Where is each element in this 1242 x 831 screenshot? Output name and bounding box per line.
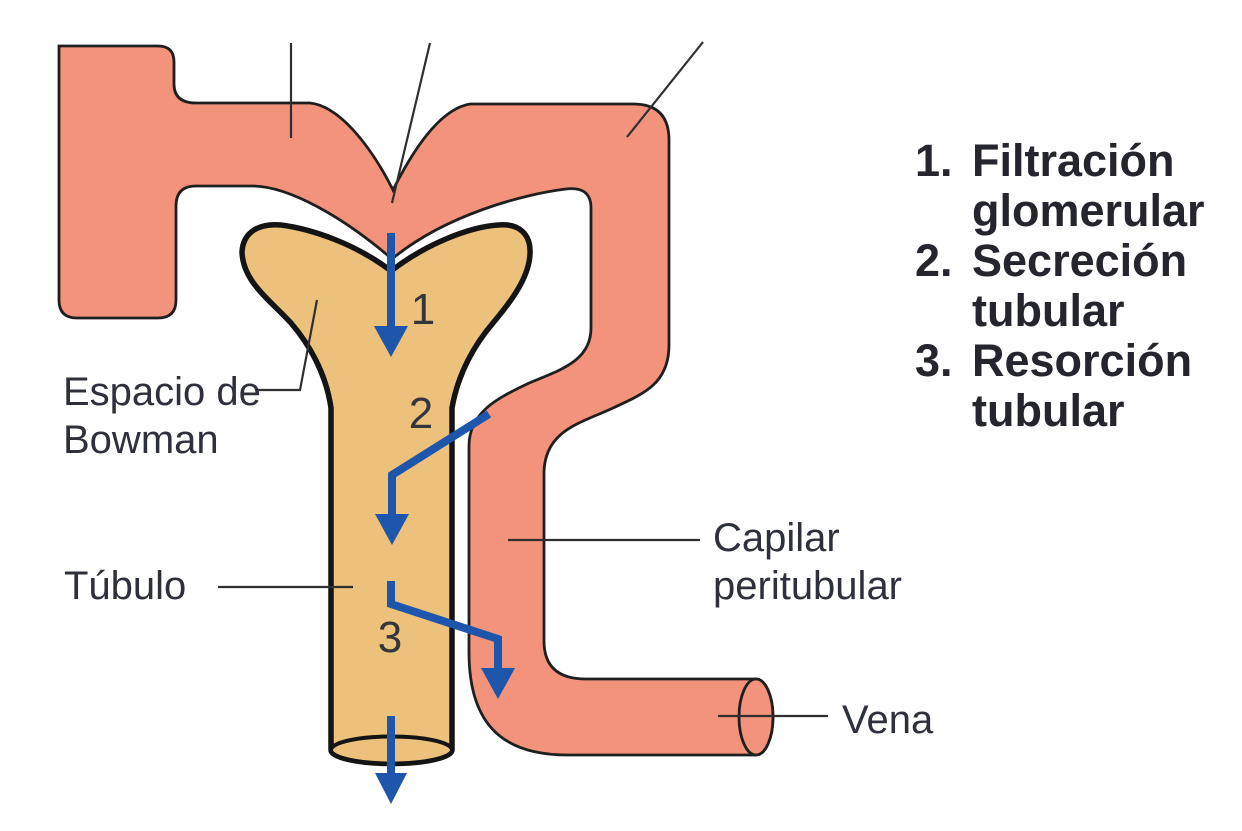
step-number-resorption: 3 <box>377 613 403 662</box>
legend-item-secretion: 2. Secreción tubular <box>915 236 1242 336</box>
resorption-arrow <box>387 581 515 699</box>
bowman-tubule-shape <box>239 222 533 767</box>
top-leader-line-right <box>626 41 704 138</box>
peritubular-capillary-label: Capilar peritubular <box>713 516 903 608</box>
legend-label: Filtración glomerular <box>972 135 1205 236</box>
legend-number: 1. <box>915 135 953 186</box>
legend-label: Resorción tubular <box>972 335 1193 436</box>
vein-label: Vena <box>842 698 934 742</box>
process-legend: 1. Filtración glomerular 2. Secreción tu… <box>915 136 1242 436</box>
legend-number: 3. <box>915 335 953 386</box>
bowman-pointer-line <box>256 299 319 392</box>
legend-item-resorption: 3. Resorción tubular <box>915 336 1242 436</box>
step-number-secretion: 2 <box>408 389 434 438</box>
legend-item-filtration: 1. Filtración glomerular <box>915 136 1242 236</box>
top-leader-line-middle <box>390 42 432 204</box>
bowman-space-label: Espacio de Bowman <box>63 370 261 462</box>
urine-outflow-arrow <box>375 716 407 804</box>
legend-label: Secreción tubular <box>972 235 1188 336</box>
step-number-filtration: 1 <box>410 285 436 334</box>
filtration-arrow <box>374 233 408 357</box>
tubule-label: Túbulo <box>64 564 187 608</box>
legend-number: 2. <box>915 235 953 286</box>
secretion-arrow <box>375 410 492 545</box>
